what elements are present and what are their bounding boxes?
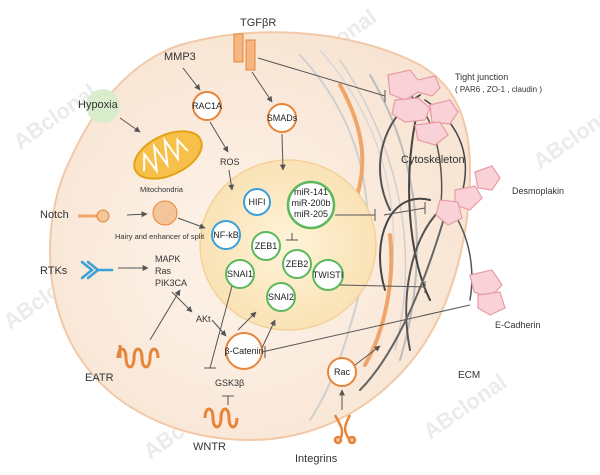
inhibition-lines <box>204 57 471 405</box>
ros-label: ROS <box>220 157 240 167</box>
pik3ca-label: PIK3CA <box>155 278 187 288</box>
mitochondria-label: Mitochondria <box>140 185 184 194</box>
wntr-label: WNTR <box>193 441 226 453</box>
eatr-label: EATR <box>85 372 114 384</box>
nucleus-nodes: HIFI miR-141 miR-200b miR-205 NF-kB ZEB1… <box>211 180 344 312</box>
e-cadherin-label: E-Cadherin <box>495 320 541 330</box>
svg-text:miR-141: miR-141 <box>294 187 328 197</box>
rac-node <box>327 357 357 387</box>
svg-text:TWISTI: TWISTI <box>313 270 344 280</box>
pathway-arrows <box>118 67 381 410</box>
svg-text:SNAI1: SNAI1 <box>227 269 253 279</box>
ecm-label: ECM <box>458 370 480 381</box>
beta-catenin-node <box>225 332 263 370</box>
rac1a-node <box>192 91 222 121</box>
notch-receptor-icon <box>78 209 110 223</box>
snai1-node <box>225 259 255 289</box>
notch-label: Notch <box>40 209 69 221</box>
svg-text:NF-kB: NF-kB <box>213 230 239 240</box>
rtks-receptor-icon <box>80 260 114 280</box>
nfkb-node <box>211 220 241 250</box>
svg-text:miR-205: miR-205 <box>294 209 328 219</box>
rtks-label: RTKs <box>40 265 68 277</box>
tgfbr-receptor <box>233 33 256 71</box>
mitochondria-icon <box>133 130 203 180</box>
svg-text:Rac: Rac <box>334 367 351 377</box>
zeb2-node <box>282 249 312 279</box>
hypoxia-label: Hypoxia <box>78 99 119 111</box>
svg-text:RAC1A: RAC1A <box>192 101 222 111</box>
svg-text:SNAI2: SNAI2 <box>268 292 294 302</box>
tight-junction-label: Tight junction <box>455 72 508 82</box>
svg-text:ZEB1: ZEB1 <box>255 241 278 251</box>
hairy-enhancer-node <box>152 200 178 226</box>
svg-text:ZEB2: ZEB2 <box>286 259 309 269</box>
svg-text:HIFI: HIFI <box>249 197 266 207</box>
svg-text:ABclonal: ABclonal <box>529 99 600 174</box>
svg-text:SMADs: SMADs <box>267 113 298 123</box>
wntr-receptor-icon <box>203 407 239 429</box>
akt-label: AKt <box>196 314 211 324</box>
eatr-receptor-icon <box>116 347 160 369</box>
mmp3-label: MMP3 <box>164 51 196 63</box>
mapk-label: MAPK <box>155 254 181 264</box>
zeb1-node <box>251 231 281 261</box>
desmoplakin-proteins <box>435 165 501 226</box>
desmoplakin-label: Desmoplakin <box>512 186 564 196</box>
svg-text:miR-200b: miR-200b <box>291 198 330 208</box>
gsk3b-label: GSK3β <box>215 378 244 388</box>
tight-junction-proteins <box>387 69 459 146</box>
hairy-label: Hairy and enhancer of split <box>115 232 205 241</box>
svg-text:β-Catenin: β-Catenin <box>224 346 263 356</box>
twist-node <box>312 259 344 291</box>
ras-label: Ras <box>155 266 172 276</box>
snai2-node <box>266 282 296 312</box>
tgfbr-label: TGFβR <box>240 17 276 29</box>
tight-junction-detail: ( PAR6 , ZO-1 , claudin ) <box>455 85 542 94</box>
e-cadherin-proteins <box>469 269 506 316</box>
cytoskeleton-label: Cytoskeleton <box>401 154 465 166</box>
mir-node <box>286 180 336 230</box>
integrins-label: Integrins <box>295 453 338 465</box>
hif1-node <box>243 188 271 216</box>
smads-node <box>267 103 297 133</box>
hypoxia-bubble <box>86 89 120 123</box>
integrins-icon <box>333 414 357 445</box>
